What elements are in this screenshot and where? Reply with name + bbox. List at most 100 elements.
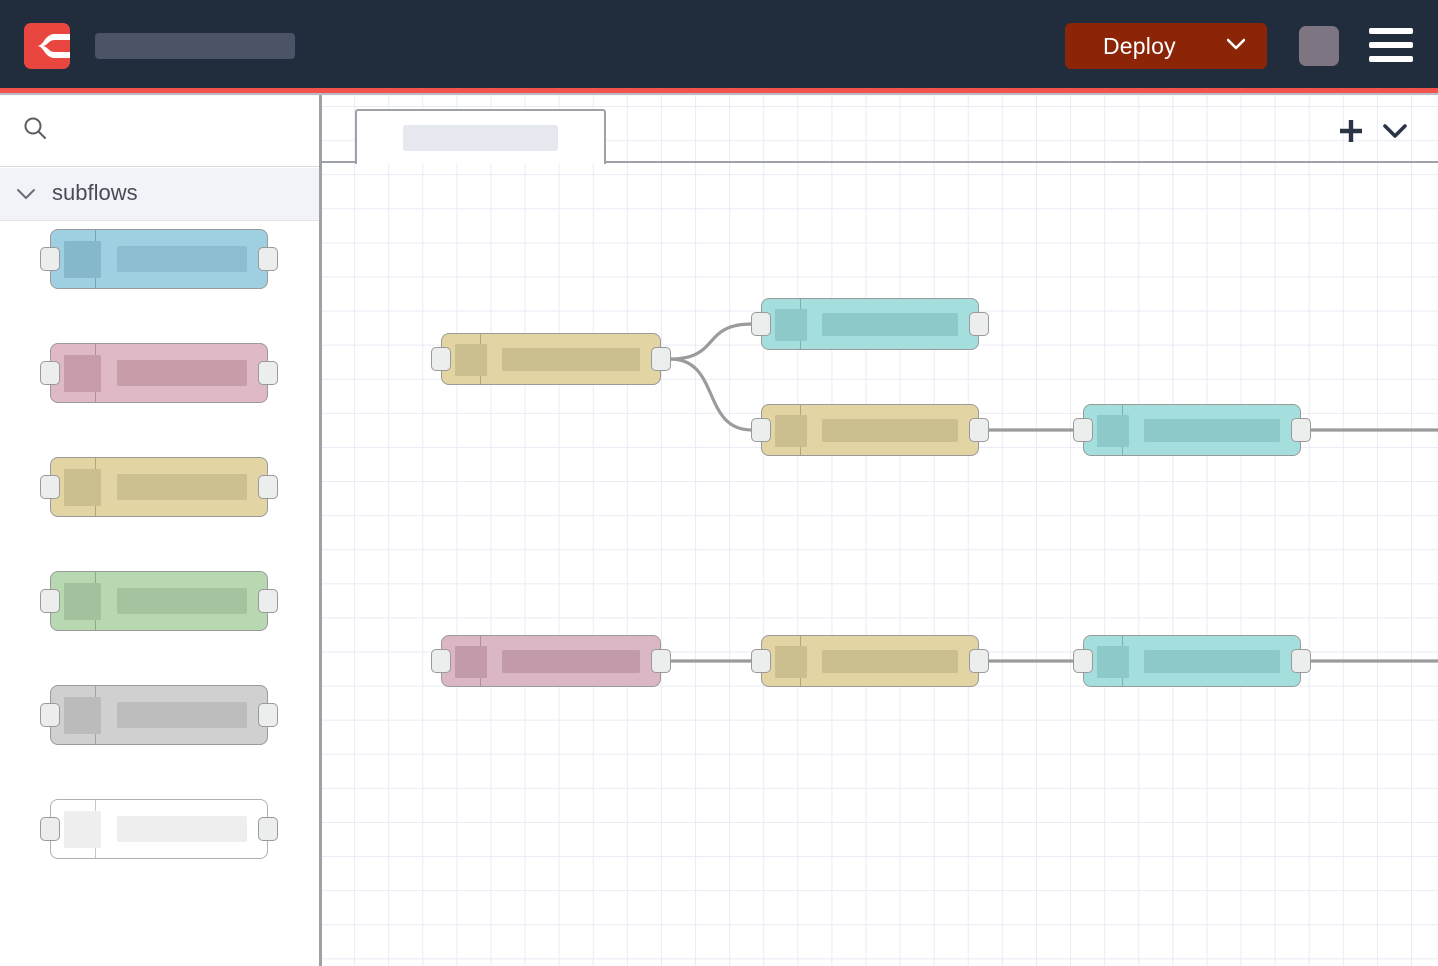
chevron-down-icon xyxy=(17,189,35,199)
plus-icon[interactable] xyxy=(1338,118,1364,144)
node-type-icon xyxy=(64,469,101,506)
canvas-node-layer xyxy=(322,95,1438,966)
palette-item-wrapper xyxy=(0,229,319,966)
node-type-icon xyxy=(775,309,807,341)
palette-node-6[interactable] xyxy=(50,799,268,859)
node-type-icon xyxy=(64,355,101,392)
flow-node-http-in[interactable] xyxy=(441,635,661,687)
palette-node-list xyxy=(0,229,319,966)
node-label xyxy=(822,650,958,673)
hamburger-menu-icon[interactable] xyxy=(1369,28,1413,64)
node-type-icon xyxy=(455,646,487,678)
palette-item-wrapper xyxy=(0,229,319,966)
node-label xyxy=(822,313,958,336)
hamburger-bar-1 xyxy=(1369,28,1413,34)
node-output-port[interactable] xyxy=(969,312,989,336)
node-input-port[interactable] xyxy=(40,361,60,385)
flow-canvas[interactable] xyxy=(322,95,1438,966)
node-type-icon xyxy=(455,344,487,376)
node-output-port[interactable] xyxy=(969,418,989,442)
flow-node-template[interactable] xyxy=(761,635,979,687)
flow-node-inject[interactable] xyxy=(441,333,661,385)
app-header: Deploy xyxy=(0,0,1438,88)
flow-node-change[interactable] xyxy=(761,404,979,456)
flow-tabbar xyxy=(322,95,1438,164)
node-output-port[interactable] xyxy=(258,361,278,385)
node-output-port[interactable] xyxy=(651,649,671,673)
node-output-port[interactable] xyxy=(258,817,278,841)
tabbar-underline-left xyxy=(322,161,355,163)
node-input-port[interactable] xyxy=(40,589,60,613)
flow-node-function-top[interactable] xyxy=(761,298,979,350)
search-input[interactable] xyxy=(0,95,319,167)
node-type-icon xyxy=(775,646,807,678)
node-output-port[interactable] xyxy=(651,347,671,371)
logo-glyph xyxy=(25,34,70,58)
palette-item-wrapper xyxy=(0,229,319,966)
flow-node-debug[interactable] xyxy=(1083,404,1301,456)
sidebar-category-label: subflows xyxy=(52,180,138,205)
node-type-icon xyxy=(64,811,101,848)
chevron-down-icon[interactable] xyxy=(1382,122,1408,140)
node-label xyxy=(117,474,247,500)
node-label xyxy=(1144,419,1280,442)
node-input-port[interactable] xyxy=(751,418,771,442)
node-type-icon xyxy=(1097,415,1129,447)
tab-flow-1[interactable] xyxy=(355,109,606,164)
node-input-port[interactable] xyxy=(1073,649,1093,673)
node-output-port[interactable] xyxy=(1291,418,1311,442)
node-label xyxy=(117,360,247,386)
node-type-icon xyxy=(1097,646,1129,678)
palette-node-4[interactable] xyxy=(50,571,268,631)
node-output-port[interactable] xyxy=(969,649,989,673)
deploy-button-label: Deploy xyxy=(1103,33,1176,59)
node-output-port[interactable] xyxy=(258,703,278,727)
palette-item-wrapper xyxy=(0,229,319,966)
node-label xyxy=(117,702,247,728)
node-input-port[interactable] xyxy=(431,649,451,673)
chevron-down-icon xyxy=(1227,38,1245,50)
node-output-port[interactable] xyxy=(1291,649,1311,673)
node-input-port[interactable] xyxy=(40,247,60,271)
deploy-button[interactable]: Deploy xyxy=(1065,23,1267,69)
node-label xyxy=(117,588,247,614)
palette-item-wrapper xyxy=(0,229,319,966)
palette-item-wrapper xyxy=(0,229,319,966)
sidebar-category-subflows[interactable]: subflows xyxy=(0,168,319,221)
palette-node-5[interactable] xyxy=(50,685,268,745)
node-type-icon xyxy=(64,241,101,278)
palette-sidebar: subflows xyxy=(0,95,319,966)
node-label xyxy=(502,348,640,371)
node-output-port[interactable] xyxy=(258,247,278,271)
node-input-port[interactable] xyxy=(431,347,451,371)
node-input-port[interactable] xyxy=(1073,418,1093,442)
node-type-icon xyxy=(64,583,101,620)
node-type-icon xyxy=(775,415,807,447)
node-input-port[interactable] xyxy=(40,817,60,841)
node-input-port[interactable] xyxy=(751,312,771,336)
node-red-logo-icon[interactable] xyxy=(24,23,70,69)
tab-flow-1-label xyxy=(403,125,558,151)
flow-node-http-response[interactable] xyxy=(1083,635,1301,687)
search-icon xyxy=(24,117,46,139)
palette-node-1[interactable] xyxy=(50,229,268,289)
node-input-port[interactable] xyxy=(751,649,771,673)
node-type-icon xyxy=(64,697,101,734)
node-label xyxy=(117,246,247,272)
sidebar-canvas-divider[interactable] xyxy=(319,95,322,966)
node-input-port[interactable] xyxy=(40,703,60,727)
node-label xyxy=(822,419,958,442)
tabbar-underline-right xyxy=(606,161,1438,163)
node-label xyxy=(117,816,247,842)
node-output-port[interactable] xyxy=(258,589,278,613)
avatar[interactable] xyxy=(1299,26,1339,66)
header-underline xyxy=(0,93,1438,95)
hamburger-bar-2 xyxy=(1369,42,1413,48)
page-title xyxy=(95,33,295,59)
node-input-port[interactable] xyxy=(40,475,60,499)
node-output-port[interactable] xyxy=(258,475,278,499)
hamburger-bar-3 xyxy=(1369,56,1413,62)
node-label xyxy=(502,650,640,673)
header-accent-stripe xyxy=(0,88,1438,93)
